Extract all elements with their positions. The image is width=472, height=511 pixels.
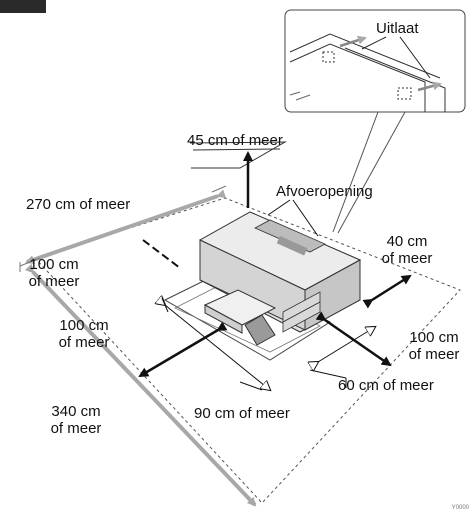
- label-depth-total-line2: of meer: [50, 420, 102, 437]
- label-front-left-line1: 100 cm: [59, 317, 109, 334]
- ceiling-plane: [189, 141, 287, 169]
- label-front-left: 100 cm of meer: [47, 317, 121, 351]
- label-above-clearance: 45 cm of meer: [187, 132, 283, 149]
- label-depth-total: 340 cm of meer: [44, 403, 108, 437]
- label-left-rear: 100 cm of meer: [22, 256, 86, 290]
- vent-pointer-left: [267, 199, 291, 216]
- dim-width-total: [25, 189, 227, 264]
- label-right-side-line2: of meer: [381, 250, 433, 267]
- callout-line-left: [332, 111, 379, 233]
- label-front-right: 100 cm of meer: [398, 329, 470, 363]
- dim-depth-total: [24, 263, 257, 507]
- label-side-depth: 60 cm of meer: [338, 377, 434, 394]
- label-front-right-line2: of meer: [408, 346, 460, 363]
- label-outlet: Uitlaat: [376, 20, 419, 37]
- arrow-left-rear: [142, 239, 181, 269]
- label-left-rear-line1: 100 cm: [29, 256, 79, 273]
- corner-mark: [0, 0, 46, 13]
- label-width-printer: 90 cm of meer: [194, 405, 290, 422]
- label-left-rear-line2: of meer: [28, 273, 80, 290]
- arrow-front-left: [138, 321, 228, 378]
- dim-side-depth: [318, 327, 375, 362]
- dim-width-printer: [165, 305, 270, 390]
- label-right-side: 40 cm of meer: [372, 233, 442, 267]
- label-front-left-line2: of meer: [58, 334, 110, 351]
- label-width-total: 270 cm of meer: [26, 196, 131, 213]
- label-front-right-line1: 100 cm: [409, 329, 459, 346]
- callout-line-right: [337, 111, 406, 234]
- label-right-side-line1: 40 cm: [386, 233, 428, 250]
- arrow-right-side: [362, 274, 412, 309]
- arrow-front-right: [315, 311, 392, 367]
- label-depth-total-line1: 340 cm: [51, 403, 101, 420]
- vent-pointer-right: [292, 199, 319, 237]
- label-vent: Afvoeropening: [276, 183, 373, 200]
- outlet-inset: [284, 9, 466, 113]
- footer-code: Y0000: [451, 505, 469, 511]
